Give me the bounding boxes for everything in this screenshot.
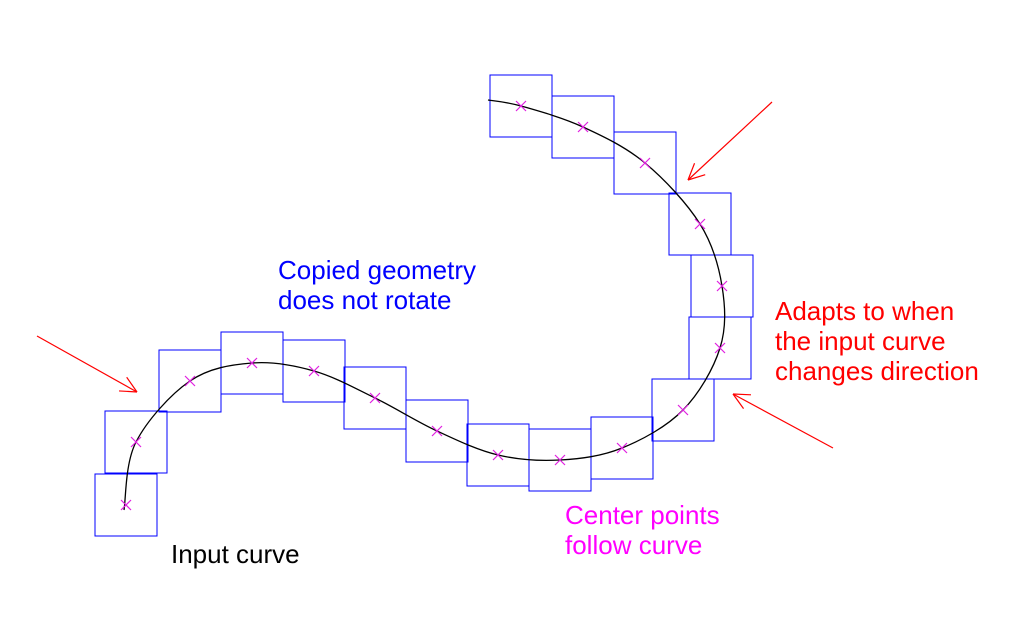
- center-point-markers: [120, 100, 728, 511]
- center-point-marker-icon: [714, 342, 726, 354]
- center-point-marker-icon: [492, 449, 504, 461]
- copied-square: [668, 192, 732, 256]
- copied-geometry-label: Copied geometry does not rotate: [278, 255, 476, 315]
- center-point-marker-icon: [515, 100, 527, 112]
- copied-square: [613, 131, 677, 195]
- copied-square: [590, 416, 654, 480]
- adapts-line-1: Adapts to when: [775, 296, 955, 326]
- adapts-line-3: changes direction: [775, 356, 979, 386]
- center-point-marker-icon: [694, 218, 706, 230]
- center-point-marker-icon: [184, 375, 196, 387]
- center-point-marker-icon: [369, 392, 381, 404]
- copied-geometry-line-2: does not rotate: [278, 285, 452, 315]
- copied-geometry-line-1: Copied geometry: [278, 255, 476, 285]
- copied-square: [405, 399, 469, 463]
- copied-square: [94, 473, 158, 537]
- copied-square: [343, 366, 407, 430]
- center-point-marker-icon: [577, 121, 589, 133]
- center-point-marker-icon: [716, 280, 728, 292]
- arrow-icon: [732, 393, 834, 449]
- center-point-marker-icon: [677, 404, 689, 416]
- annotation-arrows: [36, 101, 834, 449]
- arrow-icon: [36, 335, 138, 393]
- copied-square: [489, 74, 553, 138]
- input-curve-label: Input curve: [171, 539, 300, 569]
- copied-square: [104, 410, 168, 474]
- center-point-marker-icon: [308, 365, 320, 377]
- center-points-line-1: Center points: [565, 500, 720, 530]
- adapts-direction-label: Adapts to when the input curve changes d…: [775, 296, 979, 386]
- center-point-marker-icon: [616, 442, 628, 454]
- center-point-marker-icon: [639, 157, 651, 169]
- arrow-icon: [687, 101, 773, 181]
- center-point-marker-icon: [130, 436, 142, 448]
- center-point-marker-icon: [120, 499, 132, 511]
- copied-square: [282, 339, 346, 403]
- copied-squares: [94, 74, 754, 537]
- center-point-marker-icon: [554, 454, 566, 466]
- center-points-line-2: follow curve: [565, 530, 703, 560]
- copied-square: [651, 378, 715, 442]
- center-point-marker-icon: [431, 425, 443, 437]
- center-point-marker-icon: [246, 357, 258, 369]
- adapts-line-2: the input curve: [775, 326, 946, 356]
- input-curve-line-1: Input curve: [171, 539, 300, 569]
- center-points-label: Center points follow curve: [565, 500, 720, 560]
